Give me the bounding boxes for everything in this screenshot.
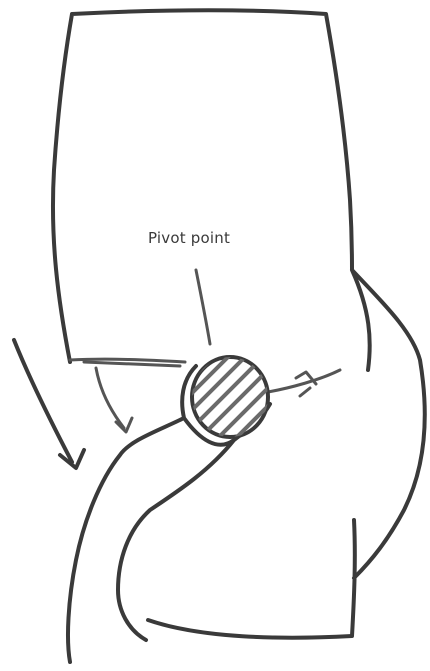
lower-body-outline [148,520,355,638]
pivot-point-label: Pivot point [148,229,230,247]
swing-arc-outer [14,340,72,462]
reference-line [84,362,180,366]
body-outline [53,10,425,578]
pivot-leader-line [196,270,210,344]
rotation-arc [96,368,124,428]
